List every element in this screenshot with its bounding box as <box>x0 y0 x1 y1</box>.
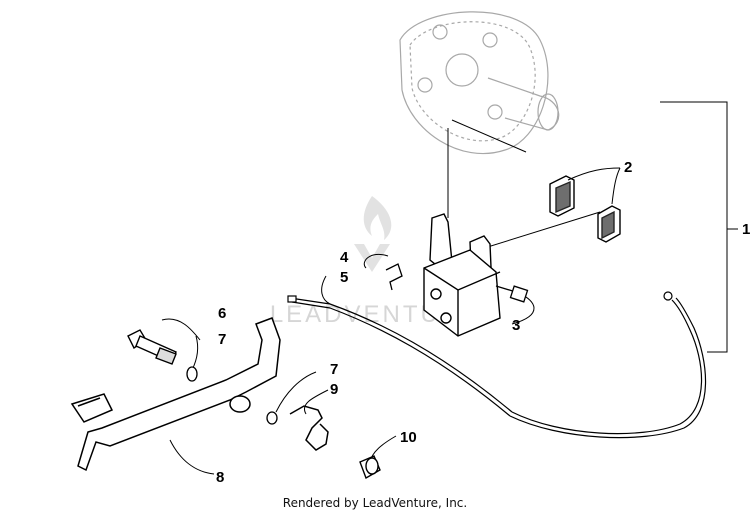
leader-lines <box>161 119 621 475</box>
watermark-flame-icon <box>363 196 392 240</box>
washer <box>186 366 198 382</box>
callout-8: 8 <box>216 469 224 486</box>
return-spring <box>289 405 329 451</box>
callout-9: 9 <box>330 381 338 398</box>
caliper-bolt <box>495 285 529 303</box>
bushing <box>359 455 381 480</box>
watermark-v-icon <box>354 244 390 272</box>
callout-2: 2 <box>624 159 632 176</box>
retaining-clip <box>385 263 403 291</box>
callout-7-lower: 7 <box>330 361 338 378</box>
callout-1: 1 <box>742 221 750 238</box>
group-bracket <box>660 101 738 353</box>
callout-5: 5 <box>340 269 348 286</box>
callout-3: 3 <box>512 317 520 334</box>
callout-10: 10 <box>400 429 417 446</box>
footer-credit: Rendered by LeadVenture, Inc. <box>282 496 468 510</box>
callout-6: 6 <box>218 305 226 322</box>
brake-pads <box>549 175 621 243</box>
brake-pedal <box>70 317 281 472</box>
pivot-bolt <box>127 329 177 365</box>
callout-4: 4 <box>340 249 349 266</box>
callout-numbers: 1 2 3 4 5 6 7 7 8 9 10 <box>216 159 750 486</box>
brake-cable <box>287 291 707 439</box>
callout-7-upper: 7 <box>218 331 226 348</box>
brake-caliper <box>423 213 501 337</box>
washer-lower <box>266 411 278 425</box>
wheel-hub <box>399 11 560 155</box>
